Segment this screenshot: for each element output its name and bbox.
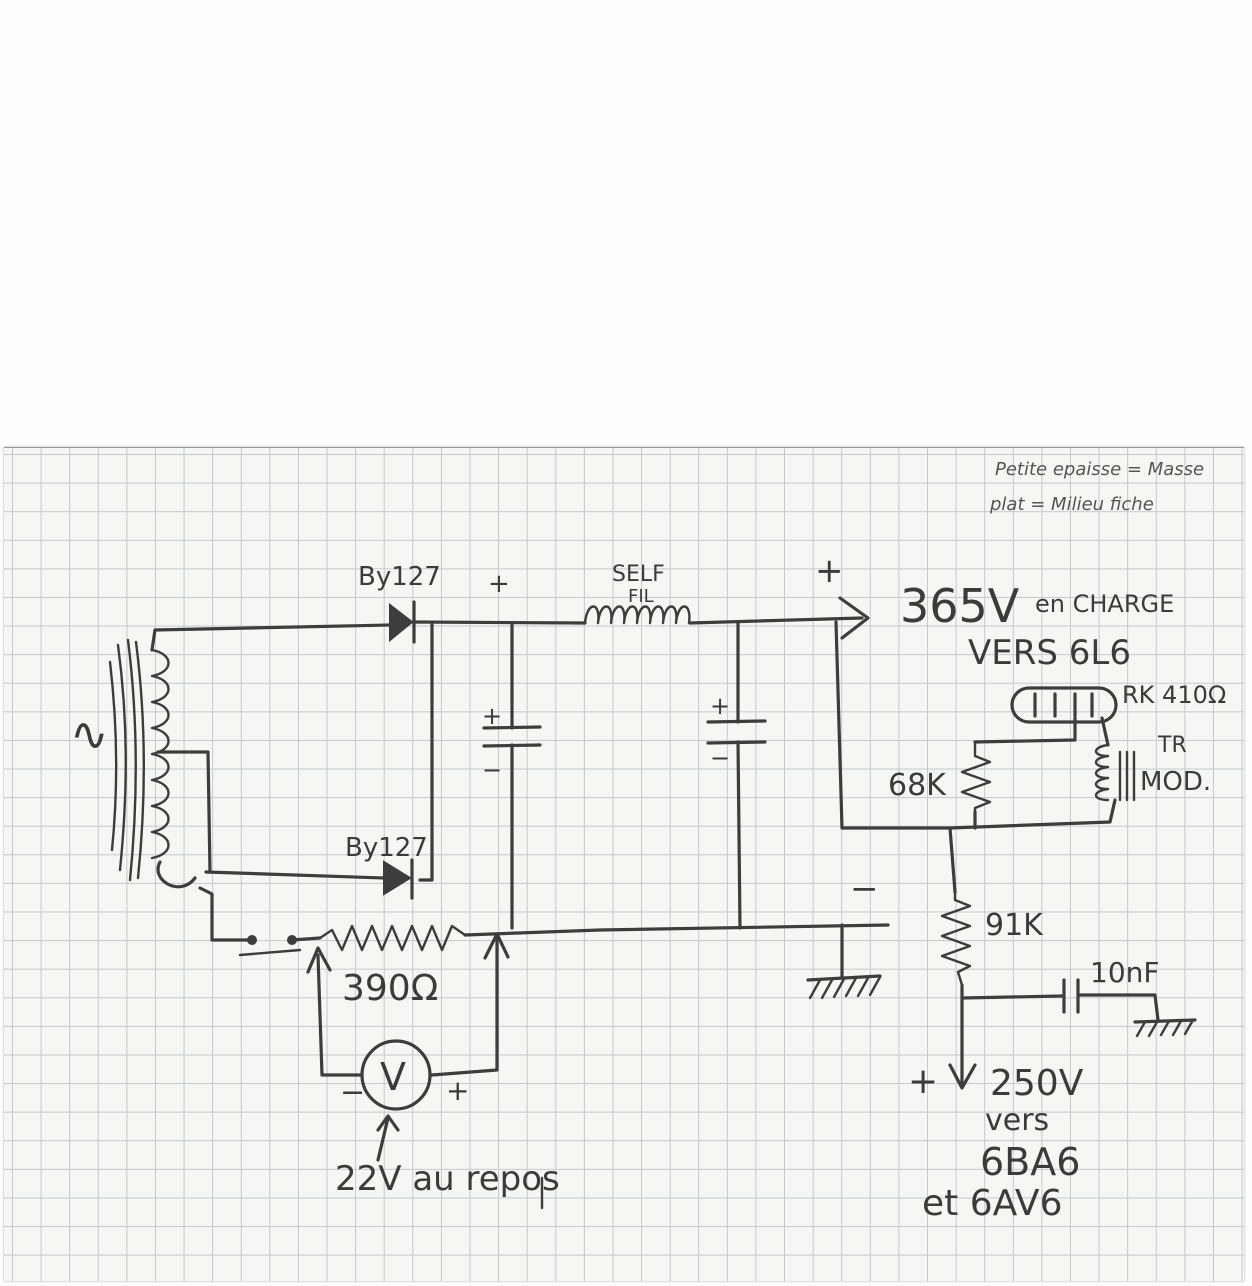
c1-plus: + <box>482 702 502 730</box>
switch <box>247 935 322 945</box>
wire-output-down <box>834 620 952 830</box>
choke-label: SELF <box>612 562 665 587</box>
voltmeter <box>360 1039 432 1111</box>
c2-plus: + <box>710 692 730 720</box>
resistor-390 <box>318 924 467 952</box>
wire-10nf-branch <box>960 994 1064 1000</box>
cap-10nf-label: 10nF <box>1090 956 1159 989</box>
arrows <box>306 596 977 1210</box>
mod-transformer-sublabel: MOD. <box>1140 767 1211 797</box>
wire-to-91k <box>948 826 957 894</box>
resistor-91k <box>940 890 972 987</box>
choke-sublabel: FIL <box>628 586 654 607</box>
choke-coil <box>583 605 691 625</box>
wire-bottom-diode <box>204 870 386 880</box>
voltmeter-reading: 22V au repos <box>335 1159 560 1199</box>
capacitor-c1 <box>482 725 542 748</box>
wire-ground-rail <box>463 923 890 937</box>
graph-paper-sheet <box>4 447 1244 1281</box>
output-minus: − <box>850 869 879 909</box>
output-plus: + <box>815 551 844 591</box>
ground-symbol-main <box>806 974 882 1000</box>
wire-top-rail <box>150 623 392 652</box>
ground-symbol-10nf <box>1133 1018 1197 1038</box>
wire-choke-to-output <box>688 616 864 625</box>
diode-top-label: By127 <box>358 562 441 592</box>
meter-arrow-head-right <box>483 932 510 960</box>
tube-label: RK 410Ω <box>1122 681 1226 709</box>
voltmeter-minus: − <box>340 1075 365 1110</box>
resistor-390-label: 390Ω <box>342 968 438 1009</box>
wire-diode-cathodes-join <box>418 621 434 882</box>
output2-plus: + <box>908 1061 938 1102</box>
diode-bottom <box>383 858 414 900</box>
tube-symbol <box>1010 686 1118 724</box>
core-line-3 <box>134 640 145 880</box>
voltmeter-letter: V <box>380 1055 406 1099</box>
diode-bottom-label: By127 <box>345 833 428 863</box>
wire-transformer-bottom <box>156 860 252 942</box>
core-line-2 <box>126 638 137 882</box>
wire-diode-to-choke <box>410 620 587 625</box>
circuit-wires <box>150 616 1160 1087</box>
primary-coil <box>150 648 170 860</box>
note-line-1: Petite epaisse = Masse <box>995 459 1204 480</box>
diode-top <box>389 600 416 644</box>
output2-dest-vers: vers <box>985 1103 1049 1138</box>
resistor-68k <box>960 740 992 814</box>
core-line-4 <box>108 660 118 852</box>
c1-plus-top: + <box>488 569 510 599</box>
reading-arrow <box>376 1114 400 1162</box>
core-line-1 <box>116 643 127 872</box>
meter-arrow-head-left <box>306 946 332 974</box>
switch-lever <box>238 948 302 957</box>
output2-dest-6av6: et 6AV6 <box>922 1183 1062 1224</box>
output2-dest-6ba6: 6BA6 <box>980 1140 1080 1184</box>
wire-center-tap <box>156 750 212 874</box>
mod-transformer-coil <box>1094 743 1110 802</box>
wire-68k-top <box>973 716 1077 744</box>
output-load: en CHARGE <box>1035 590 1174 618</box>
note-line-2: plat = Milieu fiche <box>989 494 1154 515</box>
resistor-68k-label: 68K <box>888 768 947 803</box>
c2-minus: − <box>710 744 730 772</box>
output2-voltage: 250V <box>990 1063 1084 1104</box>
wire-c2-bottom <box>736 740 742 930</box>
wire-meter-right <box>430 933 499 1077</box>
output2-arrow <box>948 1063 977 1090</box>
mod-transformer-label: TR <box>1157 733 1187 758</box>
output-voltage: 365V <box>900 579 1020 633</box>
voltmeter-plus: + <box>446 1074 469 1107</box>
c1-minus: − <box>482 756 502 784</box>
wire-68k-node <box>948 798 1117 830</box>
mod-transformer-core <box>1118 750 1136 802</box>
output-destination: VERS 6L6 <box>968 633 1131 673</box>
wire-meter-left <box>316 953 362 1077</box>
capacitor-c2 <box>706 719 767 745</box>
mains-transformer <box>108 638 170 882</box>
output-arrow-head <box>838 596 870 640</box>
wire-10nf-out <box>1078 993 1160 1022</box>
ac-source-symbol: ∿ <box>70 707 109 761</box>
resistor-91k-label: 91K <box>985 908 1044 943</box>
capacitor-10nf <box>1062 978 1080 1014</box>
